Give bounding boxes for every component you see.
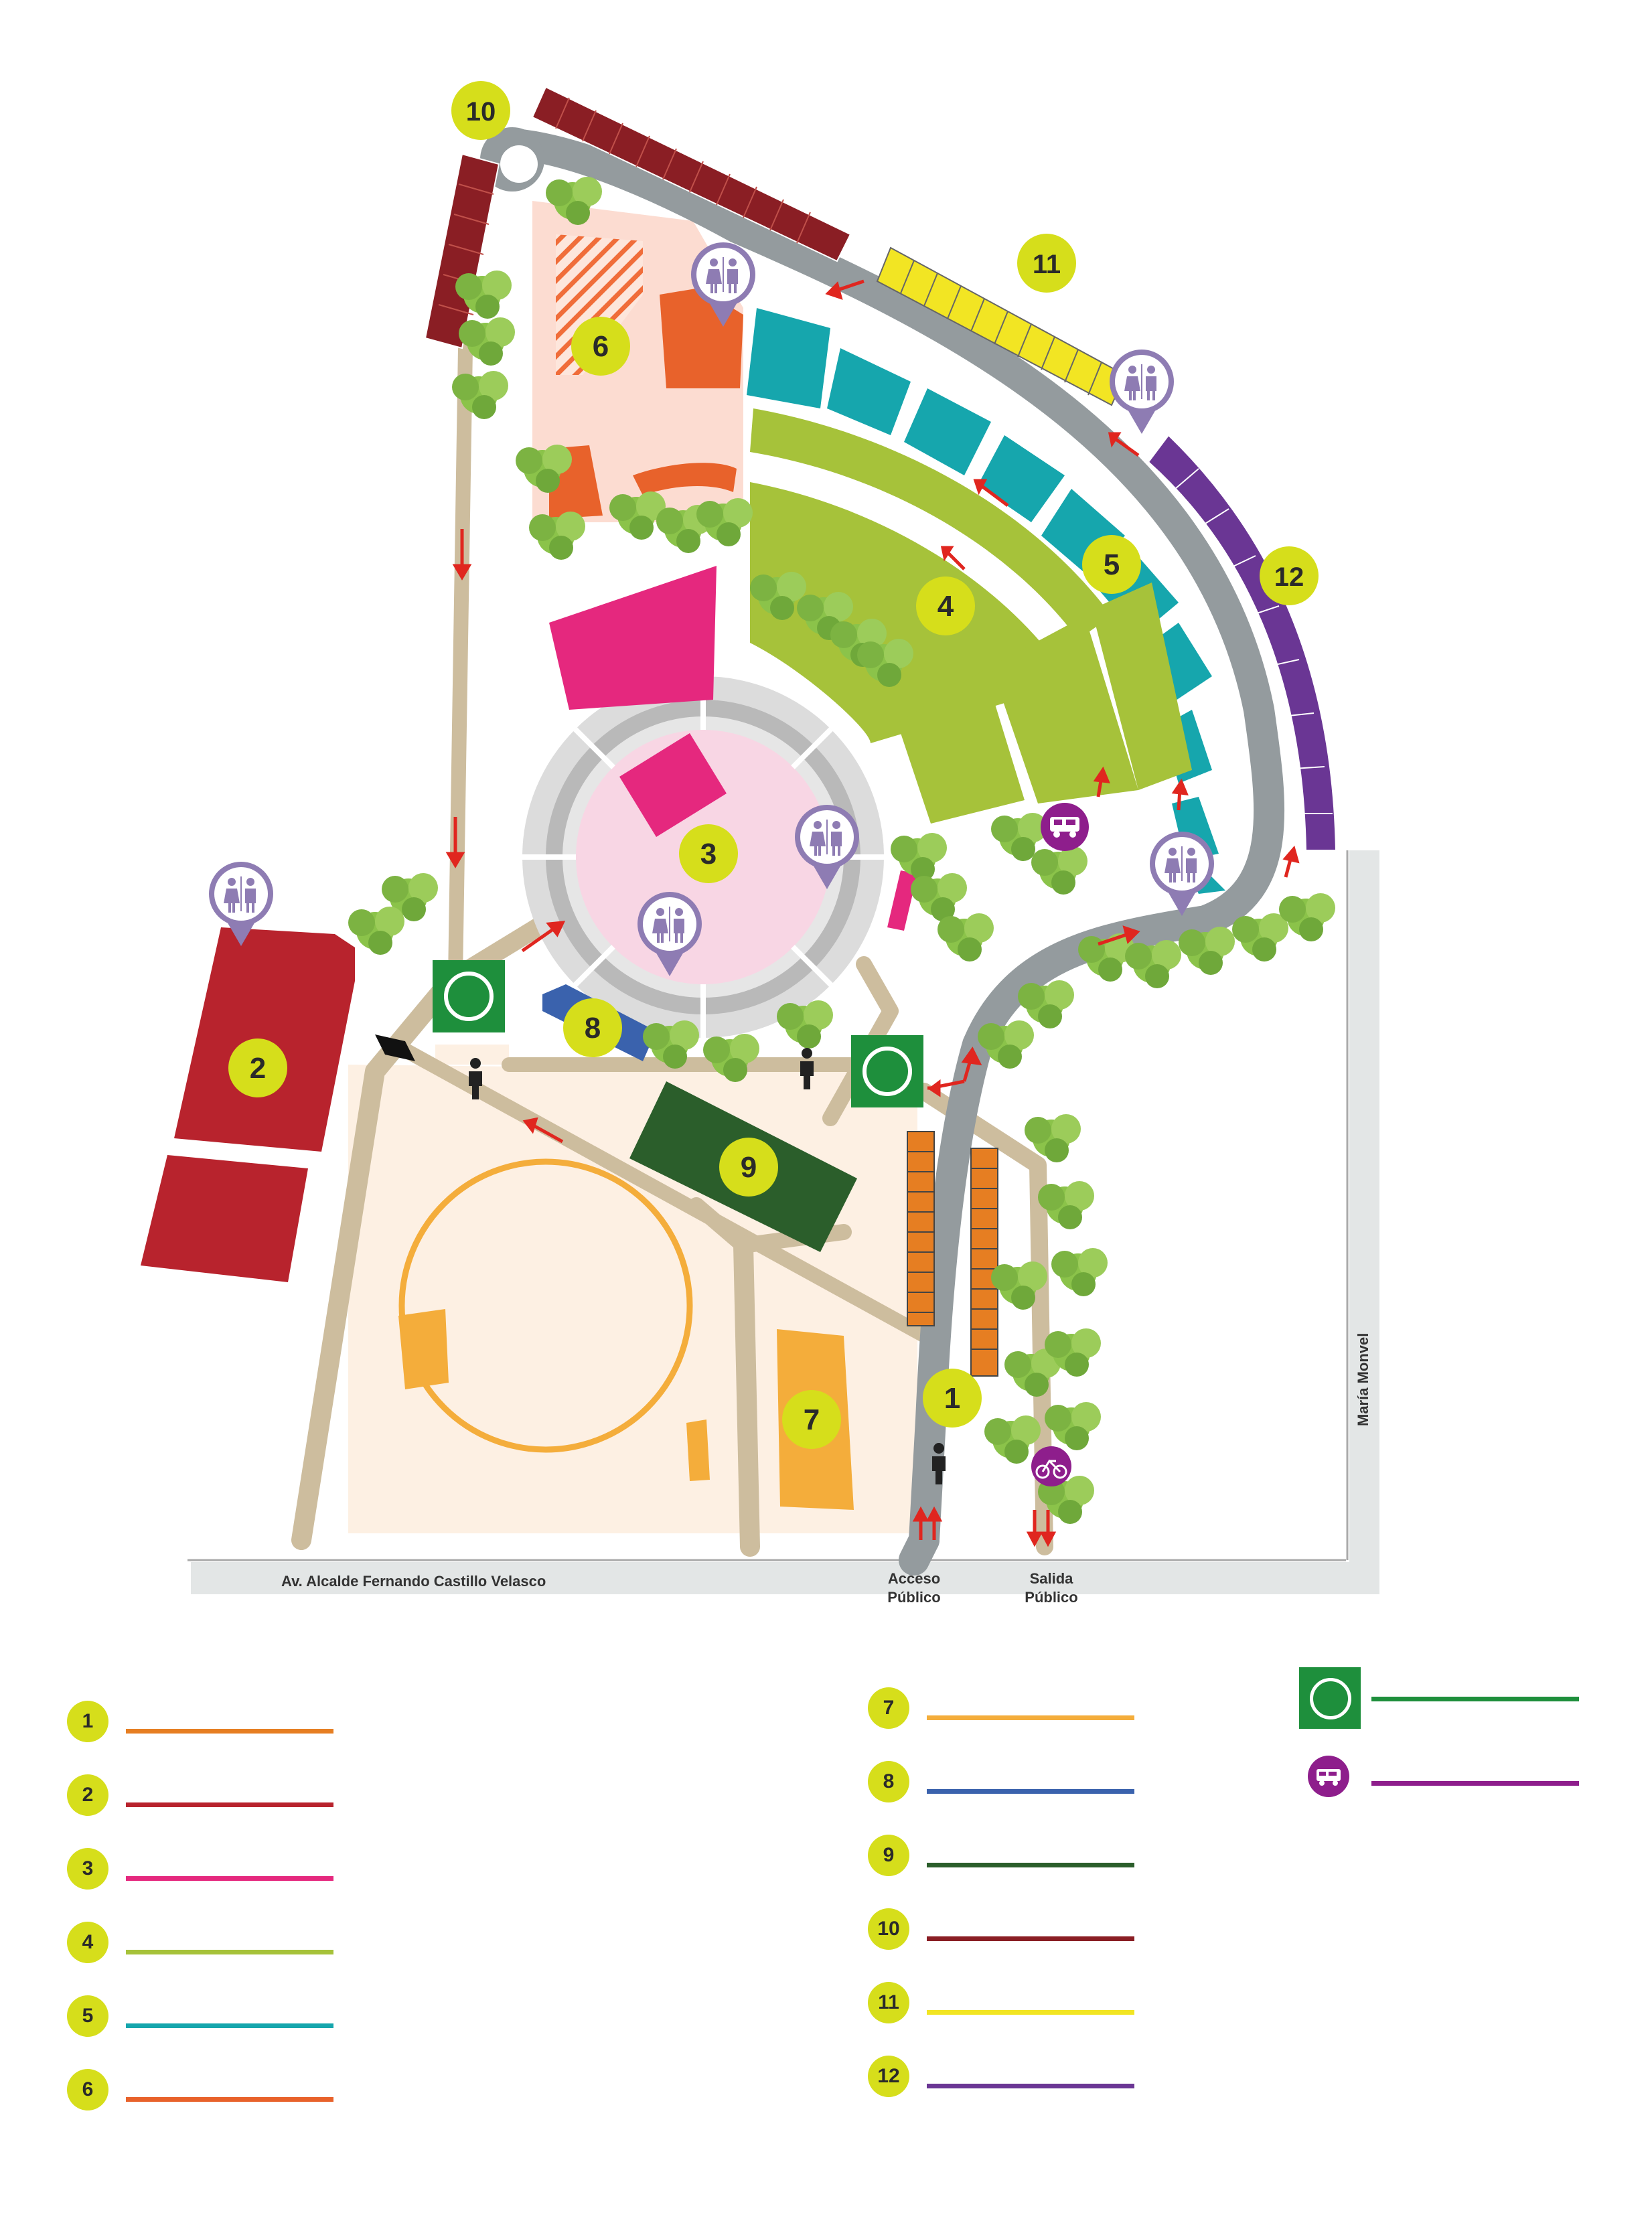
svg-text:11: 11 [1033,250,1061,279]
zone-badge-6: 6 [571,317,630,376]
zone-badge-12: 12 [1260,546,1319,605]
svg-text:5: 5 [1104,548,1120,581]
svg-text:3: 3 [700,838,717,870]
zone-badge-8: 8 [563,998,622,1057]
svg-text:2: 2 [250,1052,266,1085]
zone-badges: 1 2 3 4 5 6 7 8 9 10 11 12 [228,81,1319,1449]
zone-badge-7: 7 [782,1390,841,1449]
food-truck-icon [1041,803,1089,851]
svg-text:9: 9 [741,1151,757,1184]
bicycle-icon [1031,1446,1071,1486]
svg-text:8: 8 [585,1012,601,1045]
entrance-label-2: Público [887,1589,940,1606]
svg-text:4: 4 [937,590,954,623]
zone-badge-10: 10 [451,81,510,140]
zone-badge-11: 11 [1017,234,1076,293]
svg-text:7: 7 [804,1403,820,1436]
svg-text:10: 10 [466,97,496,127]
exit-label-2: Público [1025,1589,1077,1606]
zone-badge-1: 1 [923,1369,982,1428]
street-main-label: Av. Alcalde Fernando Castillo Velasco [281,1573,546,1590]
exit-label-1: Salida [1030,1570,1074,1587]
svg-text:12: 12 [1274,562,1304,592]
entrance-label-1: Acceso [888,1570,940,1587]
svg-text:1: 1 [944,1382,960,1415]
zone-badge-3: 3 [679,824,738,883]
zone-badge-4: 4 [916,577,975,635]
zone-badge-9: 9 [719,1138,778,1197]
svg-text:6: 6 [593,330,609,363]
street-side-label: María Monvel [1355,1333,1371,1426]
zone-badge-2: 2 [228,1039,287,1097]
arrow-icon [445,279,1300,1547]
zone-badge-5: 5 [1082,535,1141,594]
